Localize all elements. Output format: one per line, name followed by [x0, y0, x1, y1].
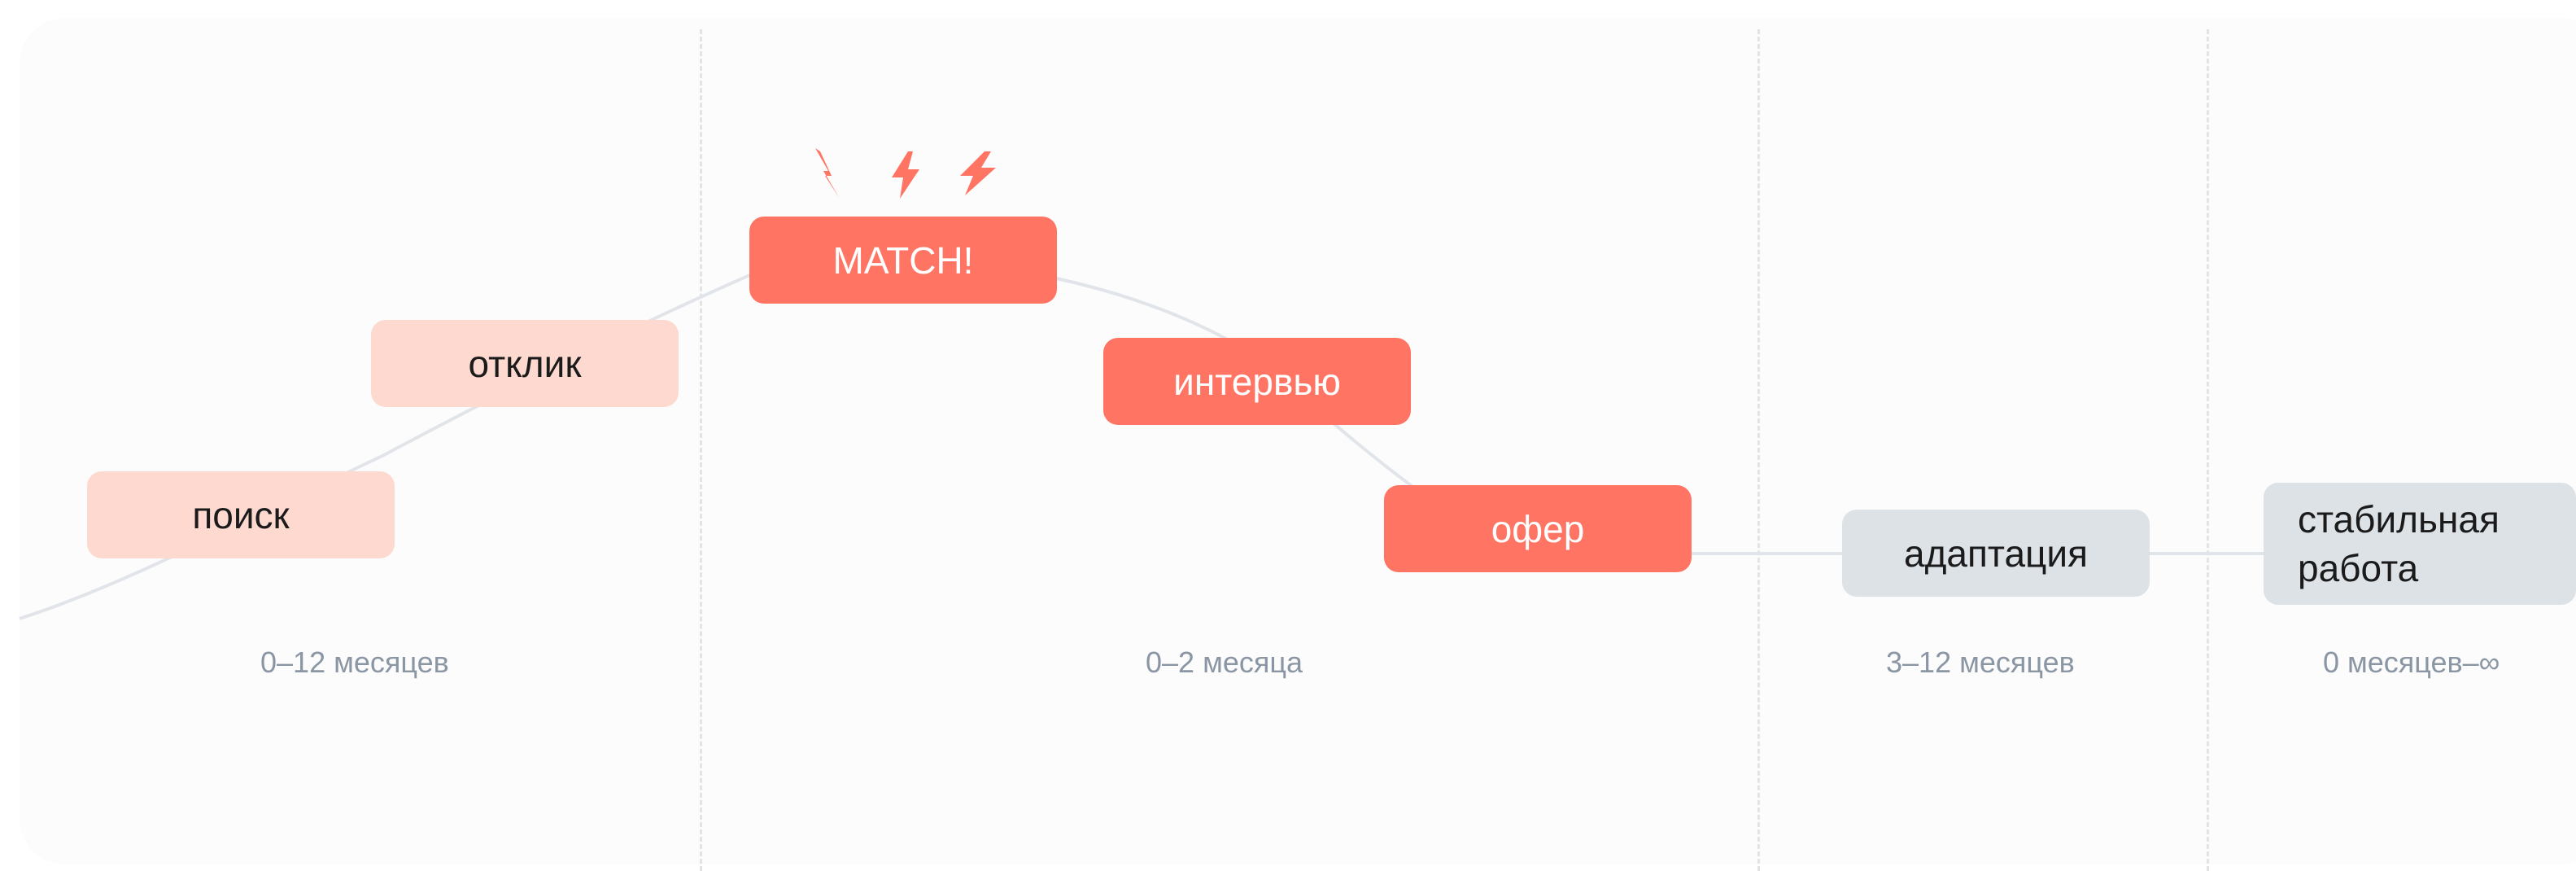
stage-search: поиск: [87, 471, 395, 558]
stage-stable-work: стабильная работа: [2264, 483, 2576, 605]
stage-response: отклик: [371, 320, 679, 407]
stage-match: MATCH!: [749, 217, 1057, 304]
stage-interview: интервью: [1103, 338, 1411, 425]
period-adaptation: 3–12 месяцев: [1886, 646, 2075, 679]
phase-divider: [700, 29, 702, 871]
phase-divider: [2207, 29, 2209, 871]
period-hiring: 0–2 месяца: [1146, 646, 1303, 679]
journey-diagram: [20, 18, 2576, 864]
lightning-icon: [892, 151, 919, 199]
period-search: 0–12 месяцев: [260, 646, 449, 679]
lightning-icon: [815, 148, 840, 199]
stage-offer: офер: [1384, 485, 1692, 572]
lightning-icon: [960, 151, 996, 195]
period-stable: 0 месяцев–∞: [2323, 646, 2500, 679]
phase-divider: [1757, 29, 1760, 871]
stage-adaptation: адаптация: [1842, 510, 2150, 597]
